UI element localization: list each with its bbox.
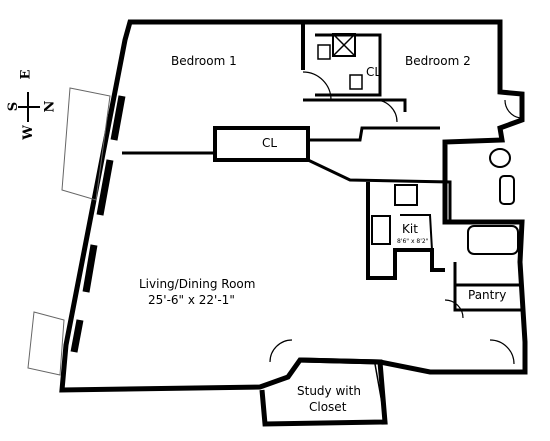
compass-west: W	[20, 125, 36, 140]
pantry-wall	[453, 262, 522, 312]
room-label-closet-top: CL	[366, 65, 382, 79]
compass-north: N	[42, 100, 58, 113]
room-label-study: Study with	[297, 384, 361, 398]
bedroom-divider	[303, 98, 407, 112]
room-dims-kitchen: 8'6" x 8'2"	[397, 238, 429, 245]
outer-wall	[59, 19, 528, 393]
room-label-bedroom-2: Bedroom 2	[405, 54, 471, 68]
hall-wall	[307, 158, 452, 222]
room-dims-living-dining: 25'-6" x 22'-1"	[148, 293, 235, 307]
compass-lines	[18, 92, 40, 122]
room-label-living-dining: Living/Dining Room	[139, 277, 256, 291]
kitchen-wall	[366, 182, 445, 280]
room-label-kitchen: Kit	[402, 222, 418, 236]
room-label-closet-middle: CL	[262, 136, 278, 150]
study-wall	[259, 357, 388, 427]
room-label-pantry: Pantry	[468, 288, 507, 302]
room-label-study-closet: Closet	[309, 400, 347, 414]
fixture	[332, 33, 356, 57]
bathtub	[467, 225, 519, 255]
hall-wall	[308, 126, 440, 142]
compass-east: E	[18, 69, 34, 80]
compass-south: S	[6, 101, 22, 112]
room-label-bedroom-1: Bedroom 1	[171, 54, 237, 68]
